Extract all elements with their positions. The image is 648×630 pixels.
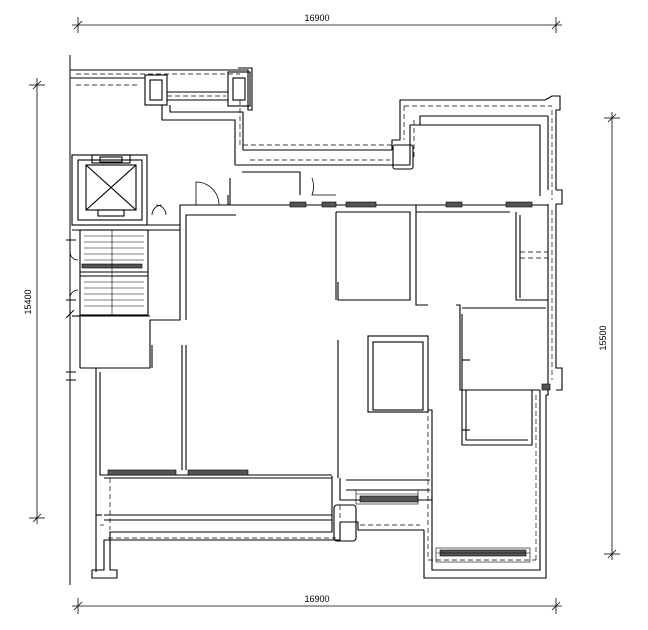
dashed-lines (76, 73, 553, 561)
door-swings (69, 177, 336, 299)
stair-treads (84, 230, 144, 315)
dimension-right-label: 15500 (598, 325, 608, 350)
dimension-top (72, 17, 562, 33)
dimension-bottom (72, 598, 562, 614)
dimension-left-label: 15400 (23, 289, 33, 314)
dimension-right (604, 112, 620, 560)
window-strips (81, 201, 551, 557)
walls (70, 67, 563, 579)
edge-markers (65, 239, 76, 381)
window-frames (355, 489, 531, 563)
dimension-bottom-label: 16900 (304, 594, 329, 604)
dimension-top-label: 16900 (304, 13, 329, 23)
dimension-left (29, 78, 45, 524)
